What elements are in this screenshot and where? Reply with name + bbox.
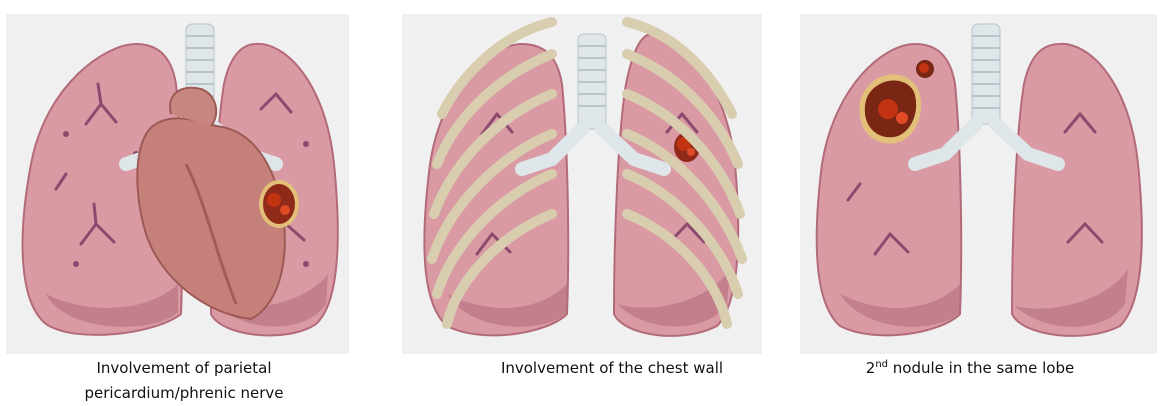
- caption-pericardium-line1: Involvement of parietal: [84, 356, 284, 381]
- panel-same-lobe: [800, 14, 1157, 354]
- tumor: [259, 180, 299, 228]
- caption-chest-wall-text: Involvement of the chest wall: [472, 356, 752, 381]
- cutoff-top-text: are the same and the same: [0, 0, 1160, 12]
- trachea: [972, 24, 1000, 124]
- caption-pericardium-line2: pericardium/phrenic nerve: [84, 381, 284, 406]
- panel-pericardium: [6, 14, 349, 354]
- caption-same-lobe: 2nd nodule in the same lobe: [820, 356, 1120, 381]
- second-nodule: [916, 60, 934, 78]
- panel-chest-wall: [402, 14, 762, 354]
- caption-same-lobe-rest: nodule in the same lobe: [888, 359, 1074, 377]
- lungs-nodule-illustration: [800, 14, 1157, 354]
- trachea: [578, 34, 606, 129]
- lungs-heart-illustration: [6, 14, 349, 354]
- lungs-ribs-illustration: [402, 14, 762, 354]
- caption-chest-wall: Involvement of the chest wall: [472, 356, 752, 381]
- caption-same-lobe-text: 2nd nodule in the same lobe: [820, 356, 1120, 381]
- caption-ordinal-suffix: nd: [875, 359, 888, 370]
- caption-pericardium: Involvement of parietal pericardium/phre…: [84, 356, 284, 406]
- caption-ordinal-number: 2: [866, 359, 876, 377]
